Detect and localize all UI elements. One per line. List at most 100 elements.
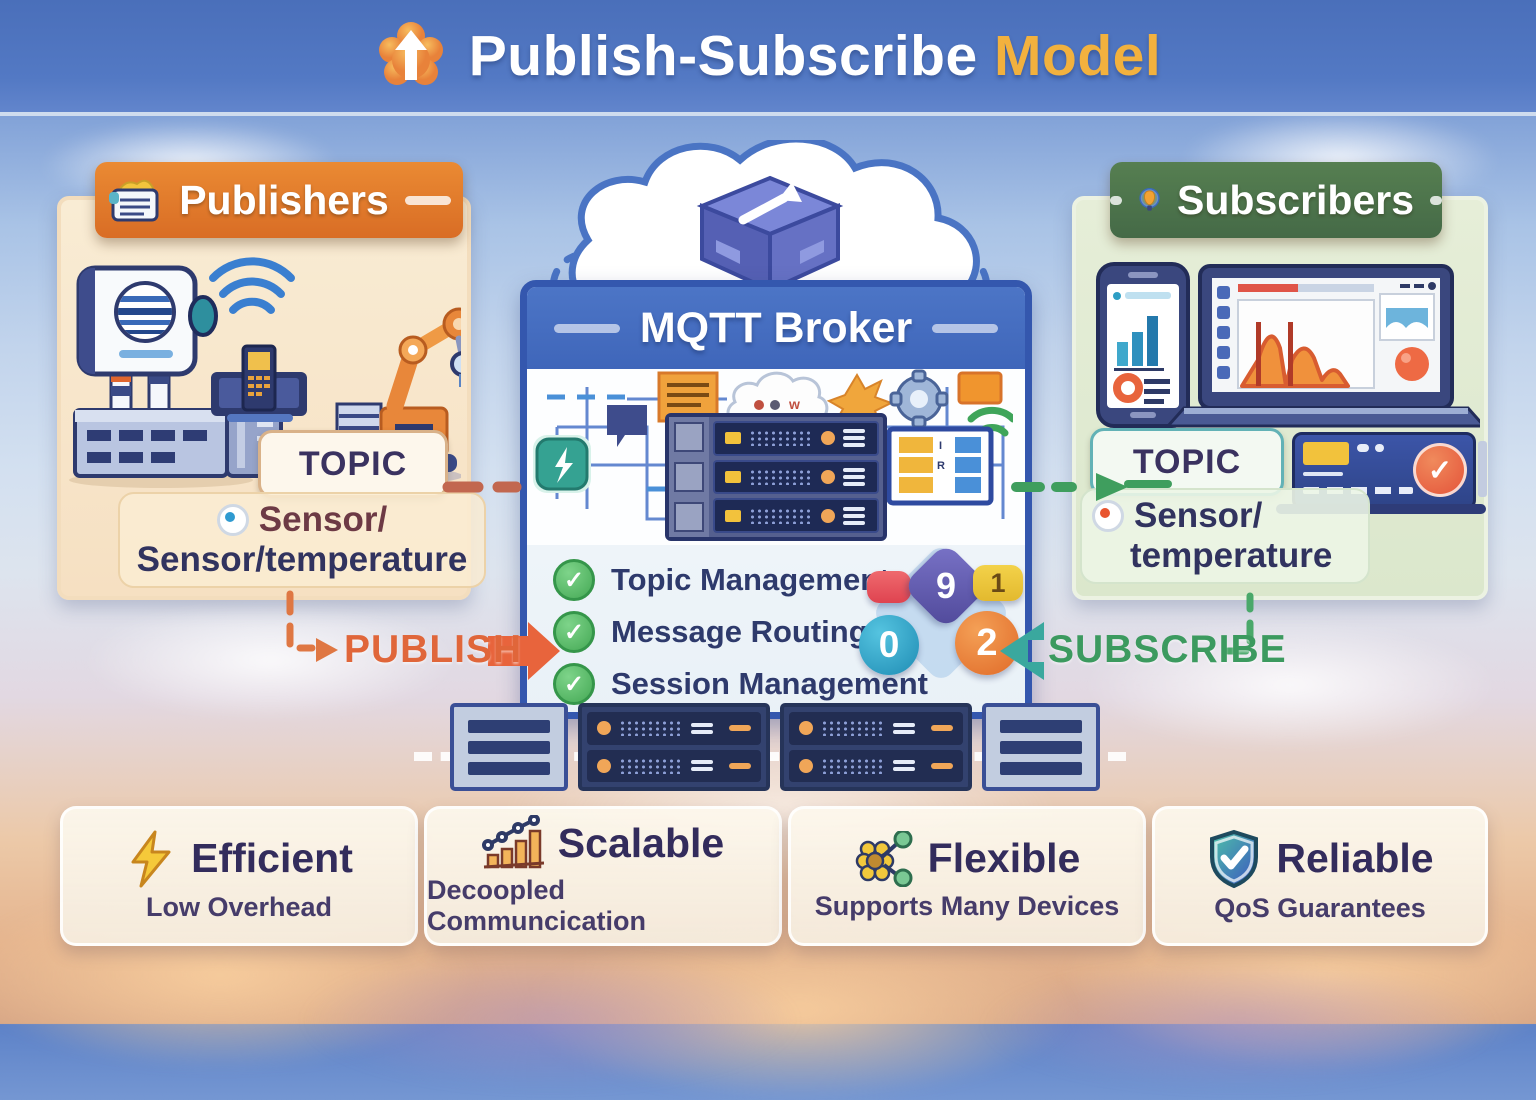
card-title: Reliable xyxy=(1276,835,1434,881)
card-title: Flexible xyxy=(927,835,1081,881)
svg-text:w: w xyxy=(788,396,800,412)
publisher-topic-line2: Sensor/temperature xyxy=(136,540,468,579)
card-title: Efficient xyxy=(191,835,353,881)
server-led xyxy=(821,508,835,523)
qos-badges: 9 1 0 2 xyxy=(859,542,1023,701)
cloud-decoration xyxy=(980,960,1500,1090)
header-dash-decoration xyxy=(404,195,451,205)
header-dash-decoration xyxy=(1110,195,1122,205)
card-subtitle: Decoopled Communcication xyxy=(427,875,647,936)
publishers-header: Publishers xyxy=(95,162,463,238)
device-side-strip xyxy=(1478,441,1487,497)
subscribe-label: SUBSCRIBE xyxy=(1048,628,1287,671)
server-led-block xyxy=(725,471,741,483)
device-dot xyxy=(1357,444,1369,452)
server-led-block xyxy=(725,432,741,445)
publisher-topic-box: Sensor/ Sensor/temperature xyxy=(118,492,486,588)
server-bars xyxy=(843,506,865,525)
base-server-unit xyxy=(789,712,963,745)
base-server-unit xyxy=(789,749,963,782)
feature-label: Message Routing xyxy=(611,614,868,649)
publisher-topic-line1: Sensor/ xyxy=(130,500,474,540)
card-subtitle: QoS Guarantees xyxy=(1214,892,1426,923)
rack-vent xyxy=(674,462,704,492)
card-reliable: Reliable QoS Guarantees xyxy=(1152,806,1488,946)
base-server-panel xyxy=(780,703,972,791)
title-bar: Publish-Subscribe Model xyxy=(0,0,1536,116)
server-led xyxy=(821,431,835,446)
server-dot-matrix xyxy=(749,469,813,485)
rack-units xyxy=(709,417,883,537)
broker-base-illustration xyxy=(450,703,1100,791)
feature-label: Topic Management xyxy=(611,562,890,597)
subscribe-bell-icon xyxy=(1139,188,1160,211)
card-title: Scalable xyxy=(557,819,725,866)
server-led xyxy=(821,470,835,484)
broker-title: MQTT Broker xyxy=(639,303,913,352)
base-panel xyxy=(982,703,1100,791)
broker-feature-list: ✓ Topic Management ✓ Message Routing ✓ S… xyxy=(527,542,1025,712)
card-scalable: Scalable Decoopled Communcication xyxy=(424,806,782,946)
subscribers-title: Subscribers xyxy=(1177,176,1415,223)
lightning-icon xyxy=(131,830,171,887)
server-dot-matrix xyxy=(749,507,813,524)
publisher-topic-badge: TOPIC xyxy=(258,430,448,498)
broker-header: MQTT Broker xyxy=(527,287,1025,369)
server-rack-illustration xyxy=(665,413,887,541)
check-icon: ✓ xyxy=(553,611,595,653)
device-screen-block xyxy=(1303,442,1349,465)
check-icon: ✓ xyxy=(553,559,595,601)
package-box-icon xyxy=(696,175,844,294)
publish-label: PUBLISH xyxy=(344,628,523,671)
device-line xyxy=(1303,472,1343,476)
svg-text:R: R xyxy=(937,460,945,472)
base-server-panel xyxy=(578,703,770,791)
publish-dashed-path xyxy=(286,590,316,652)
card-efficient: Efficient Low Overhead xyxy=(60,806,418,946)
server-bars xyxy=(843,429,865,448)
device-dot xyxy=(1375,444,1384,452)
topic-bullet-icon xyxy=(1092,500,1124,532)
qos-badge-2: 2 xyxy=(955,611,1019,675)
feature-row: ✓ Topic Management xyxy=(553,559,1025,601)
subscriber-topic-line2: temperature xyxy=(1130,536,1333,575)
device-stand xyxy=(1276,504,1486,514)
publish-dash-arrowhead xyxy=(316,638,338,662)
subscribers-header: Subscribers xyxy=(1110,162,1443,238)
gear-icon xyxy=(889,369,949,429)
header-dash-decoration xyxy=(553,323,620,333)
cloud-decoration xyxy=(520,920,1080,1100)
rack-side-column xyxy=(669,417,709,537)
subscriber-topic-badge: TOPIC xyxy=(1090,428,1284,496)
growth-chart-icon xyxy=(481,815,544,869)
base-server-unit xyxy=(587,749,761,782)
subscriber-topic-box: Sensor/ temperature xyxy=(1080,488,1370,584)
check-icon: ✓ xyxy=(553,663,595,705)
header-dash-decoration xyxy=(932,323,999,333)
subscriber-devices-illustration xyxy=(1096,262,1480,428)
rack-vent xyxy=(674,502,704,532)
publishers-title: Publishers xyxy=(179,176,389,223)
card-flexible: Flexible Supports Many Devices xyxy=(788,806,1146,946)
card-subtitle: Low Overhead xyxy=(145,891,333,922)
publish-message-icon xyxy=(109,179,159,222)
qos-badge-red xyxy=(867,571,911,603)
feature-row: ✓ Session Management xyxy=(553,663,1025,705)
cloud-decoration xyxy=(300,950,800,1090)
rack-vent xyxy=(674,422,704,452)
server-unit xyxy=(713,421,879,456)
svg-text:I: I xyxy=(939,440,942,452)
server-unit xyxy=(713,498,879,534)
network-gear-icon xyxy=(855,830,913,887)
server-led-block xyxy=(725,509,741,522)
qos-badge-0: 0 xyxy=(859,615,919,675)
page-title: Publish-Subscribe Model xyxy=(468,24,1162,88)
base-server-unit xyxy=(587,712,761,745)
shield-check-icon xyxy=(1210,829,1259,888)
qos-badge-1: 1 xyxy=(973,565,1023,601)
server-dot-matrix xyxy=(749,430,813,447)
check-circle-icon: ✓ xyxy=(1413,443,1467,497)
base-panel xyxy=(450,703,568,791)
publish-cloud-icon xyxy=(378,22,443,85)
